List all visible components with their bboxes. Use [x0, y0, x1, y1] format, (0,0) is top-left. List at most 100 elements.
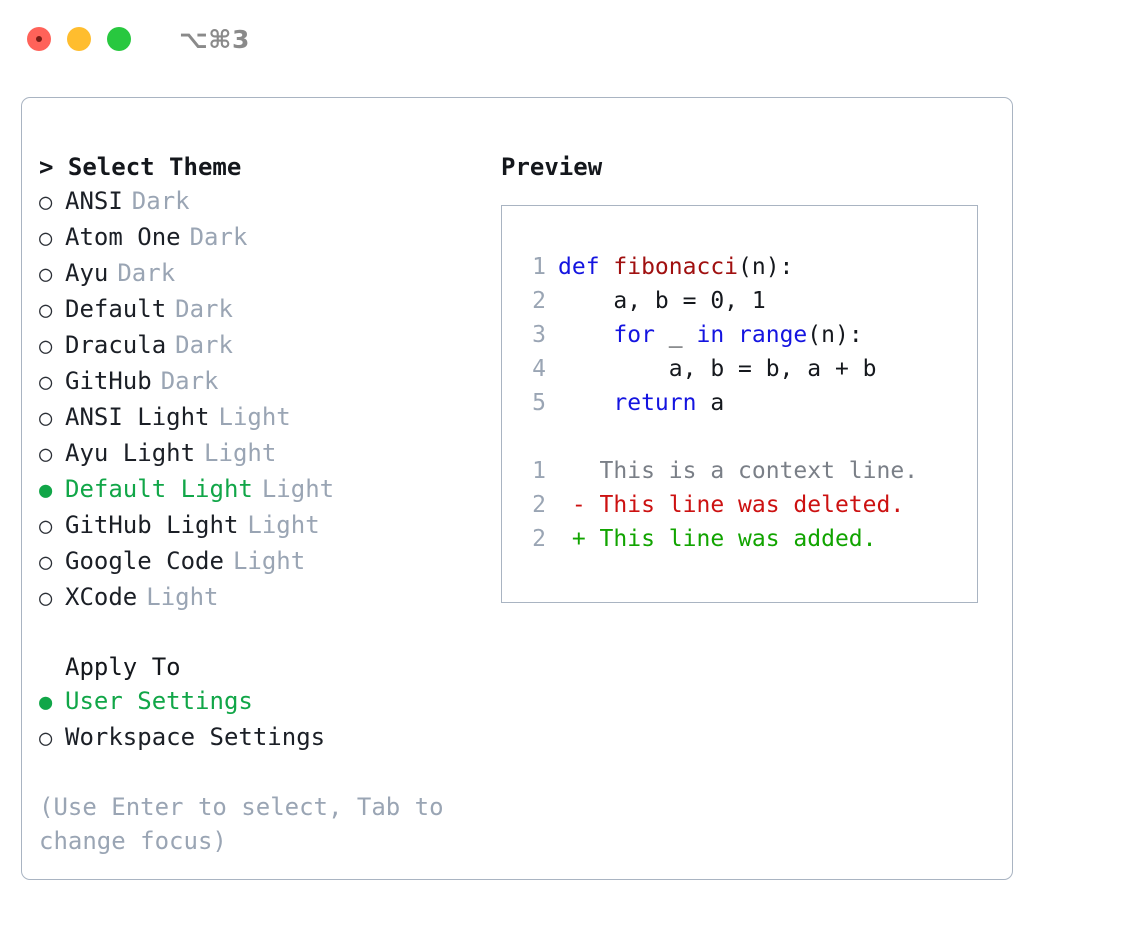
radio-unselected-icon[interactable]: ○ — [39, 442, 53, 467]
option-row-default[interactable]: ○ Default Dark — [39, 292, 499, 328]
window-controls — [27, 27, 131, 51]
minimize-button[interactable] — [67, 27, 91, 51]
code-token-kw: in — [696, 322, 725, 348]
code-token-fn: fibonacci — [613, 254, 739, 280]
radio-unselected-icon[interactable]: ○ — [39, 726, 53, 751]
option-label: Atom One — [65, 223, 181, 251]
option-badge: Dark — [131, 187, 190, 215]
option-row-google-code[interactable]: ○ Google Code Light — [39, 544, 499, 580]
section-spacer — [39, 616, 499, 650]
radio-selected-icon[interactable]: ● — [39, 478, 53, 503]
line-number: 5 — [532, 390, 546, 416]
option-label: Default Light — [65, 475, 253, 503]
code-token-add: + This line was added. — [558, 526, 877, 552]
option-row-atom-one[interactable]: ○ Atom One Dark — [39, 220, 499, 256]
keyboard-hint: (Use Enter to select, Tab to change focu… — [39, 793, 444, 855]
option-row-github-light[interactable]: ○ GitHub Light Light — [39, 508, 499, 544]
option-label: Dracula — [65, 331, 167, 359]
option-badge: Light — [247, 511, 320, 539]
radio-unselected-icon[interactable]: ○ — [39, 262, 53, 287]
maximize-button[interactable] — [107, 27, 131, 51]
option-label: GitHub Light — [65, 511, 239, 539]
option-label: Google Code — [65, 547, 224, 575]
option-row-ansi[interactable]: ○ ANSI Dark — [39, 184, 499, 220]
radio-selected-icon[interactable]: ● — [39, 690, 53, 715]
line-number: 2 — [532, 288, 546, 314]
option-badge: Dark — [175, 295, 233, 323]
radio-unselected-icon[interactable]: ○ — [39, 406, 53, 431]
radio-unselected-icon[interactable]: ○ — [39, 334, 53, 359]
code-diff-gap — [516, 420, 977, 454]
code-line: 2 + This line was added. — [516, 522, 977, 556]
window-titlebar: ⌥⌘3 — [0, 0, 1140, 78]
option-label: ANSI — [65, 187, 123, 215]
radio-unselected-icon[interactable]: ○ — [39, 514, 53, 539]
option-label: Workspace Settings — [65, 723, 326, 751]
option-label: Ayu Light — [65, 439, 196, 467]
option-badge: Light — [146, 583, 219, 611]
option-row-ayu[interactable]: ○ Ayu Dark — [39, 256, 499, 292]
select-theme-header: > Select Theme — [39, 153, 242, 181]
line-number: 1 — [532, 254, 546, 280]
option-label: Default — [65, 295, 167, 323]
line-number: 2 — [532, 526, 546, 552]
option-row-dracula[interactable]: ○ Dracula Dark — [39, 328, 499, 364]
diff-lines: 1 This is a context line.2 - This line w… — [516, 454, 977, 556]
code-token-kw: for — [613, 322, 655, 348]
line-number: 3 — [532, 322, 546, 348]
code-token-plain: a, b = 0, 1 — [558, 288, 766, 314]
code-token-plain — [724, 318, 738, 352]
code-line: 1 This is a context line. — [516, 454, 977, 488]
code-token-kw: return — [613, 390, 697, 416]
radio-unselected-icon[interactable]: ○ — [39, 550, 53, 575]
option-row-workspace-settings[interactable]: ○ Workspace Settings — [39, 720, 499, 756]
keyboard-shortcut-label: ⌥⌘3 — [179, 24, 250, 54]
option-badge: Dark — [175, 331, 233, 359]
apply-to-header: Apply To — [65, 653, 181, 681]
radio-unselected-icon[interactable]: ○ — [39, 226, 53, 251]
radio-unselected-icon[interactable]: ○ — [39, 586, 53, 611]
close-button[interactable] — [27, 27, 51, 51]
code-line: 4 a, b = b, a + b — [516, 352, 977, 386]
apply-to-list[interactable]: ● User Settings ○ Workspace Settings — [39, 684, 499, 756]
code-token-del: - This line was deleted. — [558, 492, 905, 518]
option-label: ANSI Light — [65, 403, 210, 431]
line-number: 2 — [532, 492, 546, 518]
code-token-kw: def — [558, 254, 614, 280]
option-badge: Light — [232, 547, 306, 575]
code-token-plain: a, b = b, a + b — [558, 356, 877, 382]
option-label: Ayu — [65, 259, 109, 287]
option-badge: Dark — [160, 367, 219, 395]
line-number: 1 — [532, 458, 546, 484]
option-row-default-light[interactable]: ● Default Light Light — [39, 472, 499, 508]
option-label: GitHub — [65, 367, 152, 395]
code-token-plain — [558, 386, 613, 420]
radio-unselected-icon[interactable]: ○ — [39, 370, 53, 395]
code-line: 3 for _ in range(n): — [516, 318, 977, 352]
option-badge: Dark — [189, 223, 248, 251]
option-row-ayu-light[interactable]: ○ Ayu Light Light — [39, 436, 499, 472]
option-row-user-settings[interactable]: ● User Settings — [39, 684, 499, 720]
code-line: 5 return a — [516, 386, 977, 420]
code-token-ctx: This is a context line. — [558, 458, 919, 484]
radio-unselected-icon[interactable]: ○ — [39, 190, 53, 215]
line-number: 4 — [532, 356, 546, 382]
code-token-plain — [558, 318, 613, 352]
option-badge: Light — [204, 439, 277, 467]
radio-unselected-icon[interactable]: ○ — [39, 298, 53, 323]
code-line: 2 - This line was deleted. — [516, 488, 977, 522]
option-label: User Settings — [65, 687, 253, 715]
option-badge: Dark — [117, 259, 176, 287]
option-row-github[interactable]: ○ GitHub Dark — [39, 364, 499, 400]
option-badge: Light — [261, 475, 335, 503]
